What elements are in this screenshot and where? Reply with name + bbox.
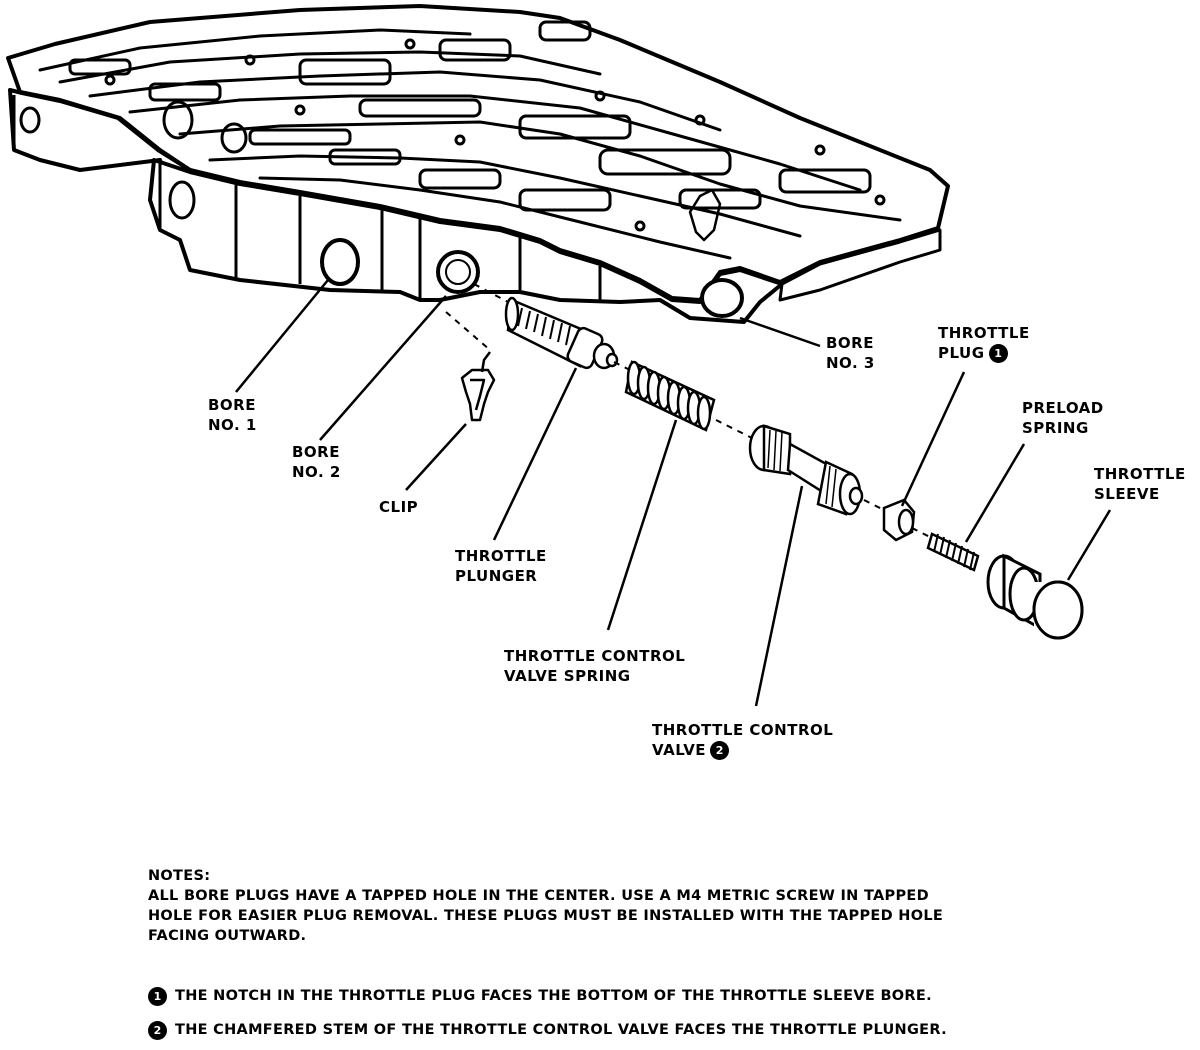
callout-1-icon: 1: [148, 986, 167, 1006]
throttle-plunger-part: [504, 296, 619, 370]
label-throttle-plunger: THROTTLE PLUNGER: [455, 547, 547, 585]
callout-2-icon: 2: [148, 1020, 167, 1040]
bore-no-1: [320, 238, 360, 286]
throttle-control-valve-part: [748, 424, 864, 516]
notes-block: NOTES: ALL BORE PLUGS HAVE A TAPPED HOLE…: [148, 866, 1188, 1040]
valve-body-passages: [38, 20, 902, 260]
label-bore-no-3: BORE NO. 3: [826, 334, 875, 372]
label-bore-no-2: BORE NO. 2: [292, 443, 341, 481]
label-bore-no-1: BORE NO. 1: [208, 396, 257, 434]
throttle-plug-part: [882, 498, 916, 542]
assembly-axis: [445, 283, 933, 539]
notes-body-line: HOLE FOR EASIER PLUG REMOVAL. THESE PLUG…: [148, 908, 944, 924]
leader-lines: [235, 279, 1112, 707]
throttle-sleeve-part: [986, 553, 1084, 640]
tcv-spring-part: [624, 360, 716, 432]
notes-heading: NOTES:: [148, 868, 211, 884]
callout-1-icon: 1: [988, 344, 1008, 363]
notes-body-line: ALL BORE PLUGS HAVE A TAPPED HOLE IN THE…: [148, 888, 929, 904]
preload-spring-part: [926, 532, 980, 572]
clip-part: [460, 351, 496, 422]
label-tcv-spring: THROTTLE CONTROL VALVE SPRING: [504, 647, 686, 685]
label-throttle-sleeve: THROTTLE SLEEVE: [1094, 465, 1186, 503]
callout-2-icon: 2: [710, 741, 730, 760]
label-preload-spring: PRELOAD SPRING: [1022, 399, 1104, 437]
bore-no-3: [700, 278, 744, 318]
notes-body-line: FACING OUTWARD.: [148, 928, 307, 944]
label-clip: CLIP: [379, 498, 419, 516]
